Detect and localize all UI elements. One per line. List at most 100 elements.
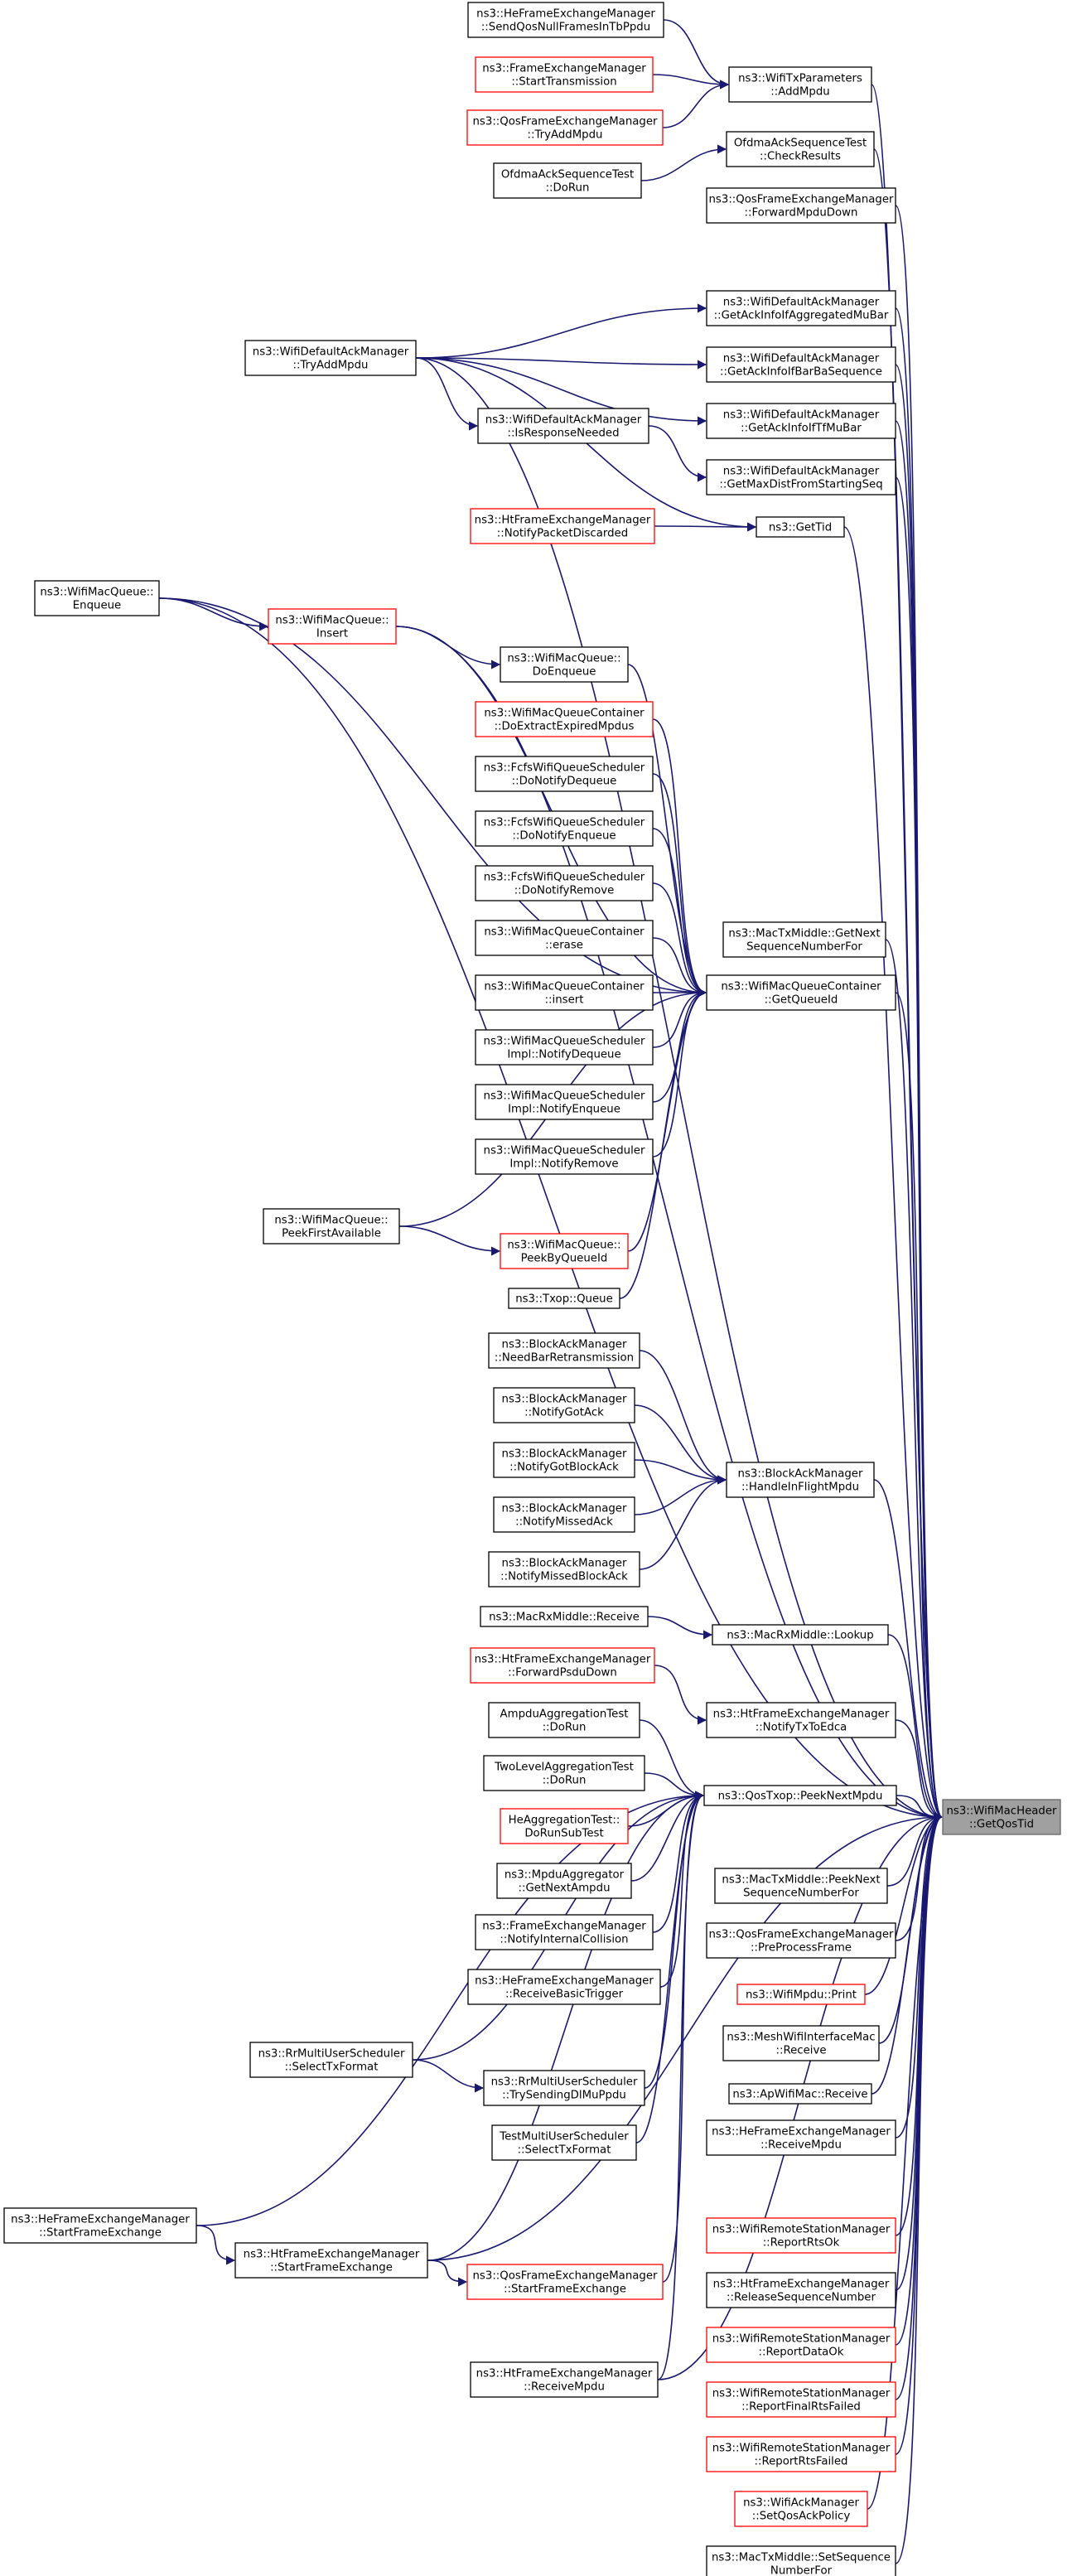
graph-node[interactable]: ns3::WifiTxParameters::AddMpdu [728, 66, 872, 103]
node-label-line: OfdmaAckSequenceTest [734, 138, 867, 150]
graph-node[interactable]: ns3::MacRxMiddle::Lookup [712, 1624, 889, 1646]
graph-node[interactable]: TestMultiUserScheduler::SelectTxFormat [491, 2124, 637, 2161]
graph-node[interactable]: ns3::WifiRemoteStationManager::ReportRts… [706, 2436, 896, 2472]
graph-node[interactable]: ns3::HtFrameExchangeManager::NotifyPacke… [470, 508, 655, 544]
graph-node[interactable]: ns3::WifiDefaultAckManager::IsResponseNe… [477, 408, 649, 444]
edge-n61-to-T [427, 1812, 944, 2261]
node-label-line: ::GetNextAmpdu [519, 1882, 611, 1895]
graph-node[interactable]: ns3::BlockAckManager::HandleInFlightMpdu [726, 1462, 875, 1498]
graph-node[interactable]: ns3::HtFrameExchangeManager::ReceiveMpdu [470, 2361, 659, 2398]
graph-node[interactable]: ns3::FcfsWifiQueueScheduler::DoNotifyRem… [475, 865, 654, 901]
graph-node[interactable]: ns3::FcfsWifiQueueScheduler::DoNotifyEnq… [475, 810, 654, 847]
graph-node[interactable]: ns3::HeFrameExchangeManager::SendQosNull… [467, 2, 664, 38]
graph-node[interactable]: ns3::WifiMacQueue::Enqueue [34, 580, 160, 616]
graph-node[interactable]: ns3::WifiMpdu::Print [736, 1984, 866, 2005]
graph-node[interactable]: ns3::MacTxMiddle::PeekNextSequenceNumber… [714, 1868, 888, 1904]
graph-node[interactable]: ns3::Txop::Queue [508, 1288, 620, 1309]
graph-node[interactable]: ns3::WifiRemoteStationManager::ReportRts… [706, 2217, 896, 2254]
graph-node[interactable]: ns3::WifiDefaultAckManager::GetAckInfoIf… [706, 346, 896, 383]
graph-node[interactable]: AmpduAggregationTest::DoRun [488, 1702, 640, 1738]
graph-node[interactable]: ns3::WifiMacQueue::Insert [268, 608, 397, 645]
graph-node[interactable]: ns3::WifiDefaultAckManager::GetAckInfoIf… [706, 290, 896, 326]
graph-node[interactable]: ns3::QosFrameExchangeManager::ForwardMpd… [706, 187, 896, 224]
graph-node[interactable]: ns3::BlockAckManager::NeedBarRetransmiss… [488, 1332, 640, 1369]
node-label-line: ::ReceiveMpdu [760, 2139, 842, 2152]
node-label-line: ns3::WifiRemoteStationManager [712, 2443, 891, 2455]
graph-node[interactable]: ns3::FcfsWifiQueueScheduler::DoNotifyDeq… [475, 756, 654, 792]
graph-node[interactable]: ns3::HeFrameExchangeManager::ReceiveMpdu [706, 2119, 896, 2156]
graph-node[interactable]: ns3::WifiDefaultAckManager::GetMaxDistFr… [706, 459, 896, 495]
graph-node[interactable]: ns3::QosFrameExchangeManager::StartFrame… [466, 2264, 664, 2300]
node-label-line: ::DoNotifyDequeue [512, 776, 617, 788]
graph-node[interactable]: ns3::FrameExchangeManager::StartTransmis… [475, 56, 654, 93]
node-label-line: ::NotifyGotAck [524, 1407, 604, 1419]
node-label-line: ::NotifyMissedBlockAck [500, 1571, 628, 1583]
graph-node[interactable]: ns3::WifiMacQueueContainer::DoExtractExp… [475, 701, 654, 737]
graph-node[interactable]: ns3::MpduAggregator::GetNextAmpdu [496, 1863, 632, 1899]
graph-node[interactable]: ns3::ApWifiMac::Receive [728, 2083, 872, 2105]
graph-node[interactable]: ns3::GetTid [756, 516, 845, 538]
node-box [722, 921, 886, 958]
graph-node[interactable]: ns3::BlockAckManager::NotifyMissedBlockA… [488, 1551, 640, 1588]
graph-node[interactable]: ns3::RrMultiUserScheduler::TrySendingDlM… [483, 2070, 645, 2106]
node-label-line: ns3::QosFrameExchangeManager [473, 116, 659, 128]
graph-node[interactable]: ns3::BlockAckManager::NotifyGotBlockAck [493, 1442, 635, 1478]
graph-node[interactable]: ns3::MacTxMiddle::GetNextSequenceNumberF… [722, 921, 886, 958]
node-label-line: ns3::BlockAckManager [502, 1558, 627, 1570]
graph-node[interactable]: ns3::RrMultiUserScheduler::SelectTxForma… [249, 2042, 413, 2078]
graph-node[interactable]: ns3::HeFrameExchangeManager::StartFrameE… [3, 2207, 197, 2244]
node-label-line: ns3::RrMultiUserScheduler [258, 2048, 405, 2061]
graph-node[interactable]: ns3::WifiRemoteStationManager::ReportDat… [706, 2327, 896, 2363]
node-label-line: ns3::HtFrameExchangeManager [475, 515, 651, 527]
graph-node[interactable]: ns3::MacRxMiddle::Receive [480, 1606, 649, 1627]
graph-node[interactable]: ns3::WifiMacQueueSchedulerImpl::NotifyDe… [475, 1029, 654, 1066]
edge-n29-to-n25 [652, 988, 707, 1158]
graph-node[interactable]: OfdmaAckSequenceTest::CheckResults [726, 131, 875, 167]
graph-node[interactable]: ns3::QosFrameExchangeManager::PreProcess… [706, 1922, 896, 1959]
node-box [467, 2, 664, 38]
graph-node[interactable]: ns3::WifiMacQueueContainer::insert [475, 974, 654, 1011]
graph-node[interactable]: ns3::WifiMacQueueSchedulerImpl::NotifyRe… [475, 1138, 654, 1175]
graph-node[interactable]: ns3::WifiAckManager::SetQosAckPolicy [734, 2491, 868, 2527]
graph-node[interactable]: ns3::WifiMacQueueContainer::erase [475, 920, 654, 956]
graph-node[interactable]: OfdmaAckSequenceTest::DoRun [493, 162, 642, 199]
node-label-line: ::ReleaseSequenceNumber [727, 2292, 876, 2304]
graph-node[interactable]: ns3::WifiMacQueueContainer::GetQueueId [706, 974, 896, 1011]
graph-node[interactable]: ns3::QosFrameExchangeManager::TryAddMpdu [466, 109, 664, 146]
graph-node[interactable]: ns3::BlockAckManager::NotifyGotAck [493, 1387, 635, 1423]
node-label-line: ns3::HtFrameExchangeManager [475, 1654, 651, 1666]
node-label-line: ns3::HeFrameExchangeManager [712, 2126, 891, 2139]
edge-n8-to-n11 [415, 357, 479, 431]
graph-node[interactable]: ns3::QosTxop::PeekNextMpdu [703, 1785, 897, 1806]
node-box [706, 290, 896, 326]
graph-node[interactable]: ns3::HtFrameExchangeManager::ForwardPsdu… [470, 1647, 655, 1684]
graph-node[interactable]: ns3::WifiMacQueue::PeekByQueueId [500, 1233, 629, 1269]
graph-node[interactable]: ns3::WifiMacQueue::DoEnqueue [500, 646, 629, 683]
target-node[interactable]: ns3::WifiMacHeader::GetQosTid [942, 1799, 1061, 1835]
edge-n55-to-n45 [644, 1791, 705, 2089]
node-box [475, 974, 654, 1011]
graph-node[interactable]: ns3::HeFrameExchangeManager::ReceiveBasi… [467, 1969, 661, 2005]
node-label-line: ns3::WifiDefaultAckManager [253, 346, 409, 359]
graph-node[interactable]: TwoLevelAggregationTest::DoRun [483, 1755, 645, 1791]
node-label-line: ns3::WifiMacQueueContainer [721, 981, 881, 993]
graph-node[interactable]: ns3::MeshWifiInterfaceMac::Receive [722, 2025, 880, 2061]
graph-node[interactable]: ns3::WifiMacQueue::PeekFirstAvailable [263, 1208, 400, 1245]
graph-node[interactable]: ns3::FrameExchangeManager::NotifyInterna… [475, 1914, 654, 1950]
node-label-line: ::TryAddMpdu [293, 360, 369, 372]
graph-node[interactable]: ns3::WifiDefaultAckManager::TryAddMpdu [244, 340, 417, 376]
graph-node[interactable]: ns3::BlockAckManager::NotifyMissedAck [493, 1496, 635, 1533]
graph-node[interactable]: ns3::HtFrameExchangeManager::StartFrameE… [234, 2242, 428, 2279]
node-box [475, 756, 654, 792]
graph-node[interactable]: ns3::WifiMacQueueSchedulerImpl::NotifyEn… [475, 1084, 654, 1120]
node-label-line: ns3::FcfsWifiQueueScheduler [484, 872, 645, 884]
node-label-line: ::ReportRtsFailed [754, 2456, 847, 2468]
node-box [734, 2491, 868, 2527]
graph-node[interactable]: ns3::HtFrameExchangeManager::ReleaseSequ… [706, 2272, 896, 2308]
graph-node[interactable]: ns3::WifiDefaultAckManager::GetAckInfoIf… [706, 403, 896, 439]
graph-node[interactable]: ns3::HtFrameExchangeManager::NotifyTxToE… [706, 1702, 896, 1738]
graph-node[interactable]: ns3::WifiRemoteStationManager::ReportFin… [706, 2381, 896, 2418]
node-label-line: ::SetQosAckPolicy [752, 2511, 851, 2523]
graph-node[interactable]: HeAggregationTest::DoRunSubTest [500, 1808, 629, 1844]
